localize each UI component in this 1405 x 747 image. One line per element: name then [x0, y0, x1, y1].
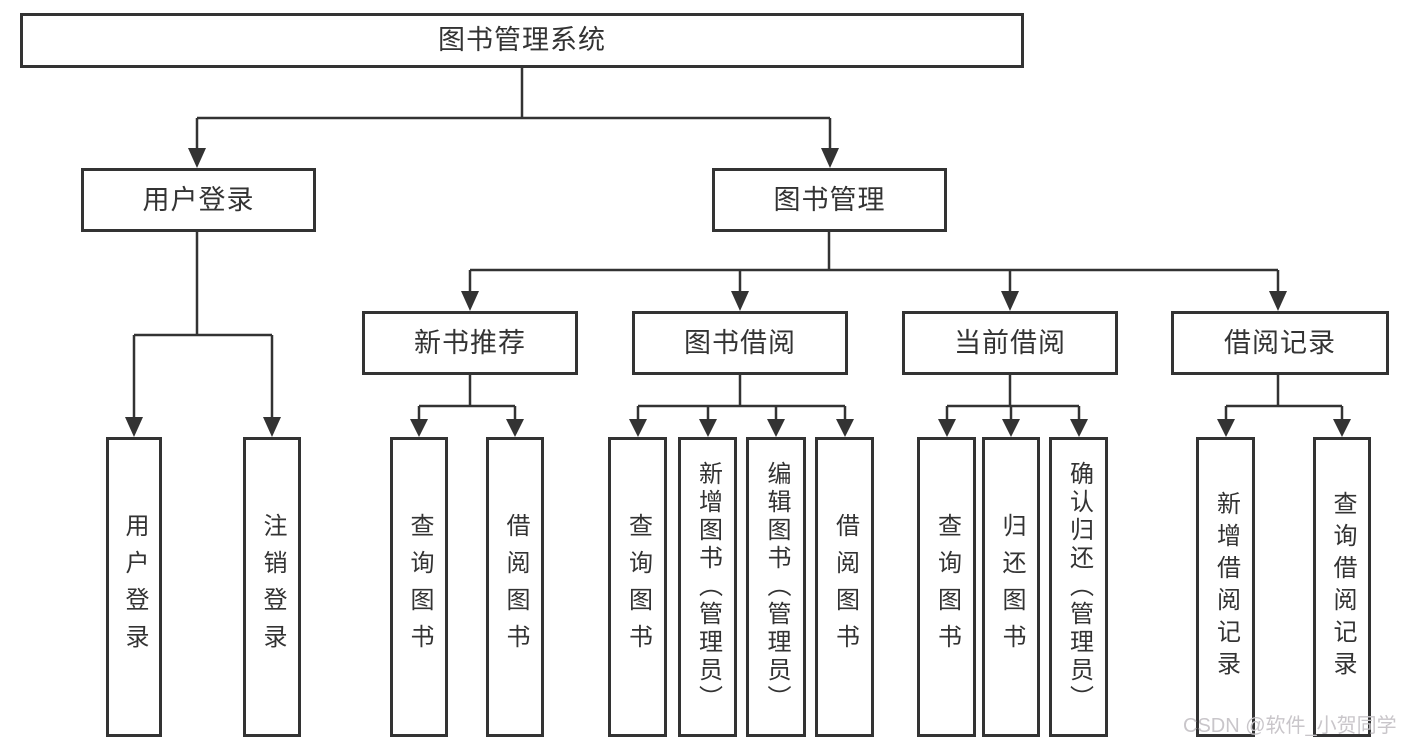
node-book-borrow: 图书借阅	[632, 311, 848, 375]
leaf-add-borrow-record: 新增借阅记录	[1196, 437, 1255, 737]
arrowhead-group	[125, 148, 1351, 437]
node-borrow-records-label: 借阅记录	[1224, 327, 1336, 358]
leaf-logout: 注销登录	[243, 437, 301, 737]
leaf-query-books-current: 查询图书	[917, 437, 976, 737]
leaf-confirm-return-admin-label: 确认归还（管理员）	[1065, 461, 1093, 713]
leaf-query-books-recommend-label: 查询图书	[406, 513, 433, 661]
node-root-label: 图书管理系统	[438, 25, 606, 55]
node-current-borrow-label: 当前借阅	[954, 327, 1066, 358]
csdn-watermark: CSDN @软件_小贺同学	[1183, 715, 1397, 737]
node-book-management-label: 图书管理	[773, 184, 886, 215]
node-new-book-recommend: 新书推荐	[362, 311, 578, 375]
leaf-add-books-admin: 新增图书（管理员）	[678, 437, 737, 737]
leaf-query-borrow-record-label: 查询借阅记录	[1329, 491, 1356, 683]
leaf-borrow-books: 借阅图书	[815, 437, 874, 737]
leaf-return-books: 归还图书	[982, 437, 1040, 737]
leaf-logout-label: 注销登录	[259, 513, 286, 661]
node-borrow-records: 借阅记录	[1171, 311, 1389, 375]
leaf-query-borrow-record: 查询借阅记录	[1313, 437, 1371, 737]
leaf-query-books-recommend: 查询图书	[390, 437, 448, 737]
leaf-add-books-admin-label: 新增图书（管理员）	[694, 461, 722, 713]
leaf-query-books-borrow: 查询图书	[608, 437, 667, 737]
leaf-user-login-label: 用户登录	[121, 513, 148, 661]
node-book-management: 图书管理	[712, 168, 947, 232]
leaf-edit-books-admin-label: 编辑图书（管理员）	[763, 461, 790, 713]
leaf-return-books-label: 归还图书	[998, 513, 1025, 661]
node-book-borrow-label: 图书借阅	[684, 327, 796, 358]
leaf-confirm-return-admin: 确认归还（管理员）	[1049, 437, 1108, 737]
node-new-book-recommend-label: 新书推荐	[414, 327, 526, 358]
node-current-borrow: 当前借阅	[902, 311, 1118, 375]
leaf-query-books-current-label: 查询图书	[933, 513, 961, 661]
leaf-edit-books-admin: 编辑图书（管理员）	[746, 437, 806, 737]
leaf-add-borrow-record-label: 新增借阅记录	[1212, 491, 1240, 683]
leaf-borrow-books-label: 借阅图书	[831, 513, 859, 661]
node-root: 图书管理系统	[20, 13, 1024, 68]
node-user-login: 用户登录	[81, 168, 316, 232]
leaf-borrow-books-recommend: 借阅图书	[486, 437, 544, 737]
leaf-user-login: 用户登录	[106, 437, 162, 737]
leaf-query-books-borrow-label: 查询图书	[624, 513, 652, 661]
leaf-borrow-books-recommend-label: 借阅图书	[502, 513, 529, 661]
node-user-login-label: 用户登录	[142, 184, 255, 215]
